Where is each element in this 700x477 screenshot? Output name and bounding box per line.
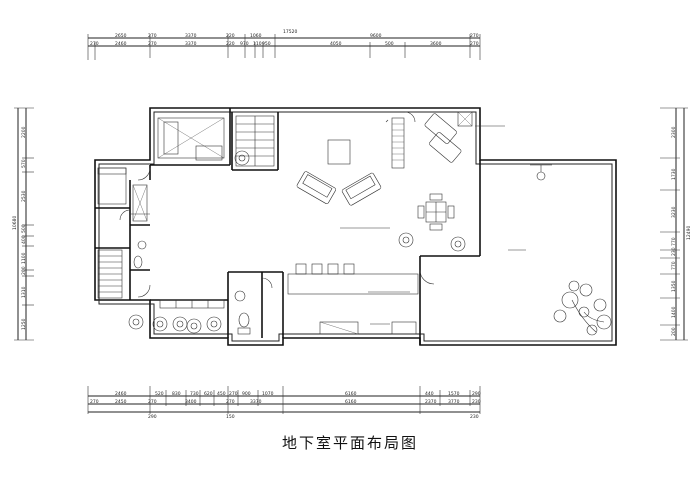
dim-left-4: 500: [21, 224, 27, 233]
dim-right-8: 1400: [671, 306, 677, 318]
dim-bot-1-2: 520: [155, 391, 164, 397]
dim-bot-2-4: 3400: [185, 399, 197, 405]
dim-right-7: 1350: [671, 280, 677, 292]
dim-left-9: 1250: [21, 318, 27, 330]
dim-top-2-4: 3370: [185, 41, 197, 47]
dim-right-3: 3230: [671, 206, 677, 218]
dim-bot-2-2: 2450: [115, 399, 127, 405]
dim-bot-2-7: 6160: [345, 399, 357, 405]
dim-top-1-6: 9600: [370, 33, 382, 39]
dim-bot-1-11: 440: [425, 391, 434, 397]
top-dimensions: 17520 2650 270 3370 220 1060 9600 270 27…: [87, 29, 481, 60]
doors: [119, 111, 435, 298]
dim-top-2-5: 220: [226, 41, 235, 47]
dim-bot-1-1: 2460: [115, 391, 127, 397]
dim-bot-1-5: 620: [204, 391, 213, 397]
dim-bot-2-8: 2370: [425, 399, 437, 405]
dim-left-3: 2530: [21, 190, 27, 202]
lounge-chair-2: [429, 132, 462, 163]
sofa-left: [296, 171, 337, 204]
dining-table: [417, 193, 455, 231]
dim-top-2-7: 110: [253, 41, 262, 47]
dim-left-5: 400: [21, 235, 27, 244]
garden-tree: [553, 280, 612, 336]
dim-top-2-1: 270: [90, 41, 99, 47]
left-dimensions: 10680 2200 570 2530 500 400 1100 200 131…: [12, 107, 34, 341]
dim-right-5: 230: [671, 247, 677, 256]
dim-bot-1-3: 830: [172, 391, 181, 397]
dim-top-1-2: 270: [148, 33, 157, 39]
dim-right-1: 2300: [671, 126, 677, 138]
dim-bot-1-10: 6160: [345, 391, 357, 397]
dim-top-2-6: 970: [240, 41, 249, 47]
dim-left-7: 200: [21, 266, 27, 275]
dim-bot-3-1: 290: [148, 414, 157, 420]
lounge-chair-1: [424, 113, 457, 144]
dim-top-2-8: 950: [262, 41, 271, 47]
dim-top-2-2: 2460: [115, 41, 127, 47]
dim-bot-3-2: 150: [226, 414, 235, 420]
drawing-title: 地下室平面布局图: [281, 434, 418, 452]
dim-bot-2-9: 3770: [448, 399, 460, 405]
dim-left-1: 2200: [21, 126, 27, 138]
dim-top-2-11: 3600: [430, 41, 442, 47]
dim-bot-1-7: 270: [229, 391, 238, 397]
plants: [128, 150, 612, 336]
bottom-dimensions: 2460 520 830 730 620 450 270 900 1070 61…: [87, 386, 481, 420]
furniture: [97, 111, 552, 335]
dim-top-total: 17520: [283, 29, 297, 35]
dim-left-2: 570: [21, 159, 27, 168]
dim-bot-2-1: 270: [90, 399, 99, 405]
dim-top-2-12: 270: [470, 41, 479, 47]
dim-top-2-3: 270: [148, 41, 157, 47]
dim-top-1-1: 2650: [115, 33, 127, 39]
dim-top-1-3: 3370: [185, 33, 197, 39]
dim-bot-1-12: 1570: [448, 391, 460, 397]
dim-bot-2-6: 3370: [250, 399, 262, 405]
dim-bot-1-13: 290: [472, 391, 481, 397]
dim-bot-1-4: 730: [190, 391, 199, 397]
dim-right-total: 12490: [686, 226, 692, 240]
dim-top-1-4: 220: [226, 33, 235, 39]
dim-top-1-7: 270: [470, 33, 479, 39]
right-dimensions: 12490 2300 1730 3230 770 230 770 1350 14…: [660, 107, 692, 341]
dim-right-6: 770: [671, 261, 677, 270]
dim-top-1-5: 1060: [250, 33, 262, 39]
dim-right-9: 200: [671, 327, 677, 336]
building-walls: [94, 107, 617, 346]
dim-bot-1-9: 1070: [262, 391, 274, 397]
dim-right-4: 770: [671, 237, 677, 246]
dim-bot-1-6: 450: [217, 391, 226, 397]
dim-bot-2-3: 270: [148, 399, 157, 405]
dim-top-2-10: 500: [385, 41, 394, 47]
dim-top-2-9: 4050: [330, 41, 342, 47]
stair-left: [97, 249, 123, 299]
dim-left-8: 1310: [21, 286, 27, 298]
dim-left-total: 10680: [12, 216, 18, 230]
dim-bot-1-8: 900: [242, 391, 251, 397]
room-annotations: [130, 119, 526, 325]
stair-top: [235, 115, 275, 167]
dim-bot-2-10: 230: [472, 399, 481, 405]
dim-right-2: 1730: [671, 168, 677, 180]
sofa-right: [341, 172, 382, 206]
dim-bot-3-3: 230: [470, 414, 479, 420]
dim-bot-2-5: 270: [226, 399, 235, 405]
dim-left-6: 1100: [21, 252, 27, 264]
